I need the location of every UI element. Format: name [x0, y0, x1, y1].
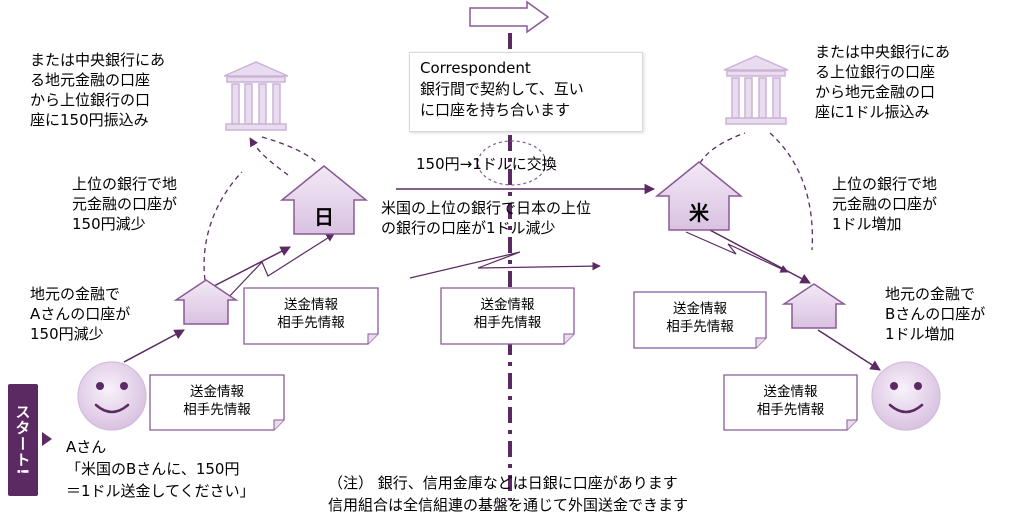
footnote-line-2: 信用組合は全信組連の基盤を通じて外国送金できます: [328, 496, 689, 514]
right-local-bank-house: [781, 283, 847, 329]
person-a-face-icon: [77, 361, 147, 431]
us-bank-label: 米: [689, 201, 709, 225]
note-right-bottom-line-2: 相手先情報: [756, 402, 825, 418]
japan-bank-label: 日: [314, 205, 334, 229]
correspondent-box: [409, 52, 643, 132]
left-central-text-3: から上位銀行の口: [30, 91, 151, 109]
left-central-text-4: 座に150円振込み: [30, 111, 149, 129]
left-central-text-1: または中央銀行にあ: [30, 51, 166, 69]
right-central-bank-icon: [723, 55, 789, 125]
japan-bank-house: [279, 165, 369, 235]
arrow-local-to-b: [817, 329, 881, 371]
left-local-text-1: 地元の金融で: [30, 285, 121, 303]
note-left-bottom: [149, 374, 285, 431]
left-central-text-2: る地元金融の口座: [30, 71, 151, 89]
person-a-request-1: 「米国のBさんに、150円: [66, 460, 240, 478]
right-upper-text-3: 1ドル増加: [832, 215, 902, 233]
right-central-text-2: る上位銀行の口座: [815, 63, 936, 81]
us-bank-text-1: 米国の上位の銀行で日本の上位: [381, 199, 592, 217]
arrow-us-to-local: [705, 227, 811, 284]
left-local-text-2: Aさんの口座が: [30, 305, 131, 323]
dashed-link-left-central-house: [261, 136, 319, 165]
note-right-bottom: [723, 374, 858, 431]
note-left-bottom-line-2: 相手先情報: [183, 402, 251, 418]
left-local-bank-house: [173, 279, 239, 325]
us-bank-text-2: の銀行の口座が1ドル減少: [381, 219, 556, 237]
right-local-text-2: Bさんの口座が: [885, 305, 986, 323]
right-central-text-3: から地元金融の口: [815, 83, 936, 101]
exchange-text: 150円→1ドルに交換: [416, 155, 557, 173]
person-a-name: Aさん: [66, 438, 107, 456]
left-local-text-3: 150円減少: [30, 325, 104, 343]
note-left-top: [243, 287, 379, 345]
left-upper-text-1: 上位の銀行で地: [72, 175, 178, 193]
footnote-line-1: （注） 銀行、信用金庫などは日銀に口座があります: [328, 474, 678, 492]
start-label: スタート!: [13, 404, 32, 476]
note-right-top-line-1: 送金情報: [673, 301, 727, 317]
start-tab: [8, 384, 38, 496]
left-upper-text-2: 元金融の口座が: [72, 195, 178, 213]
person-b-face-icon: [871, 361, 941, 431]
arrow-a-to-local: [123, 329, 185, 363]
note-left-top-line-2: 相手先情報: [277, 315, 345, 331]
note-right-top: [633, 291, 767, 349]
dashed-link-right-central-down: [769, 132, 814, 251]
right-central-text-1: または中央銀行にあ: [815, 43, 951, 61]
dashed-link-right-upper-central: [699, 132, 746, 164]
dashed-link-left-local-up: [203, 171, 243, 281]
left-central-bank-icon: [223, 61, 289, 131]
note-center-line-1: 送金情報: [480, 297, 535, 313]
note-left-top-line-1: 送金情報: [284, 297, 338, 313]
correspondent-line-1: 銀行間で契約して、互い: [420, 80, 584, 98]
zigzag-left: [225, 233, 335, 301]
us-bank-house: [654, 161, 744, 231]
right-upper-text-2: 元金融の口座が: [832, 195, 938, 213]
zigzag-center: [409, 251, 601, 279]
note-right-bottom-line-1: 送金情報: [763, 384, 818, 400]
note-center-line-2: 相手先情報: [473, 315, 542, 331]
start-pointer-icon: [42, 432, 52, 446]
arrow-local-to-japan-bank: [211, 246, 291, 288]
left-upper-text-3: 150円減少: [72, 215, 146, 233]
zigzag-right: [685, 231, 789, 273]
correspondent-title: Correspondent: [420, 59, 531, 77]
exchange-highlight: [477, 140, 547, 186]
note-left-bottom-line-1: 送金情報: [190, 384, 244, 400]
right-central-text-4: 座に1ドル振込み: [815, 103, 930, 121]
right-upper-text-1: 上位の銀行で地: [832, 175, 938, 193]
correspondent-line-2: に口座を持ち合います: [420, 101, 571, 119]
direction-arrow: [469, 0, 550, 34]
right-local-text-1: 地元の金融で: [885, 285, 976, 303]
note-center: [440, 287, 575, 345]
dashed-link-left-upper-central: [249, 137, 289, 176]
person-a-request-2: ＝1ドル送金してください」: [66, 482, 255, 500]
note-right-top-line-2: 相手先情報: [666, 319, 734, 335]
right-local-text-3: 1ドル増加: [885, 325, 955, 343]
